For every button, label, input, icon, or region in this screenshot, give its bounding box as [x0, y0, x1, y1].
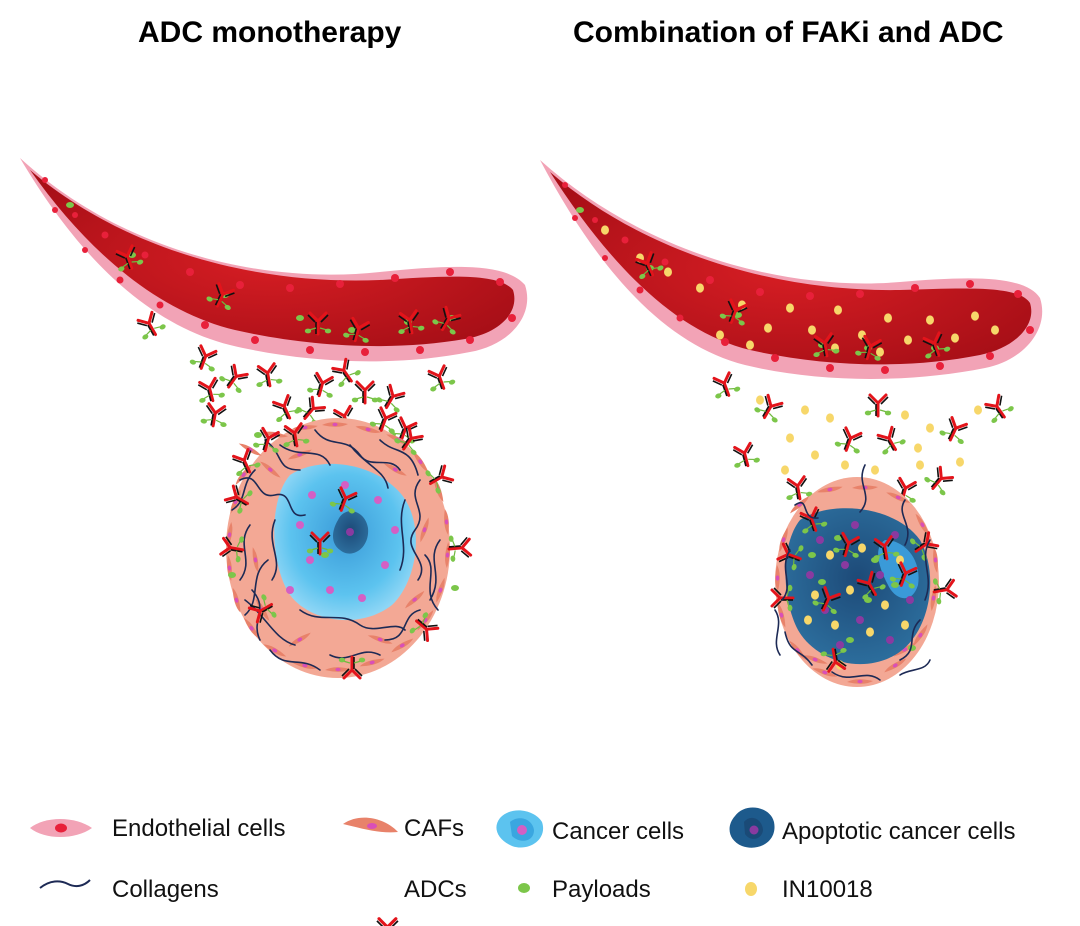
legend-label-cafs: CAFs: [404, 815, 464, 842]
right-panel-title: Combination of FAKi and ADC: [573, 16, 1004, 49]
right-blood-vessel: [540, 160, 1043, 379]
legend-label-payloads: Payloads: [552, 876, 651, 903]
apoptotic-cell-icon: [729, 807, 775, 848]
legend-label-endothelial: Endothelial cells: [112, 815, 286, 842]
legend-label-collagens: Collagens: [112, 876, 219, 903]
in10018-dot-icon: [745, 882, 757, 896]
left-tumor-mass: [218, 404, 473, 680]
endothelial-cell-icon: [30, 819, 92, 837]
adc-antibody-icon: [372, 917, 403, 926]
left-blood-vessel: [20, 158, 528, 362]
legend-label-adcs: ADCs: [404, 876, 467, 903]
legend-label-apoptotic-cells: Apoptotic cancer cells: [782, 818, 1016, 845]
legend-label-cancer-cells: Cancer cells: [552, 818, 685, 845]
payload-dot-icon: [518, 883, 530, 893]
caf-icon: [343, 817, 398, 833]
legend-label-in10018: IN10018: [782, 876, 873, 903]
collagen-icon: [39, 879, 91, 889]
legend: [30, 807, 775, 926]
right-tumor-mass: [770, 464, 959, 687]
cancer-cell-icon: [496, 810, 544, 848]
left-panel-title: ADC monotherapy: [138, 16, 402, 49]
